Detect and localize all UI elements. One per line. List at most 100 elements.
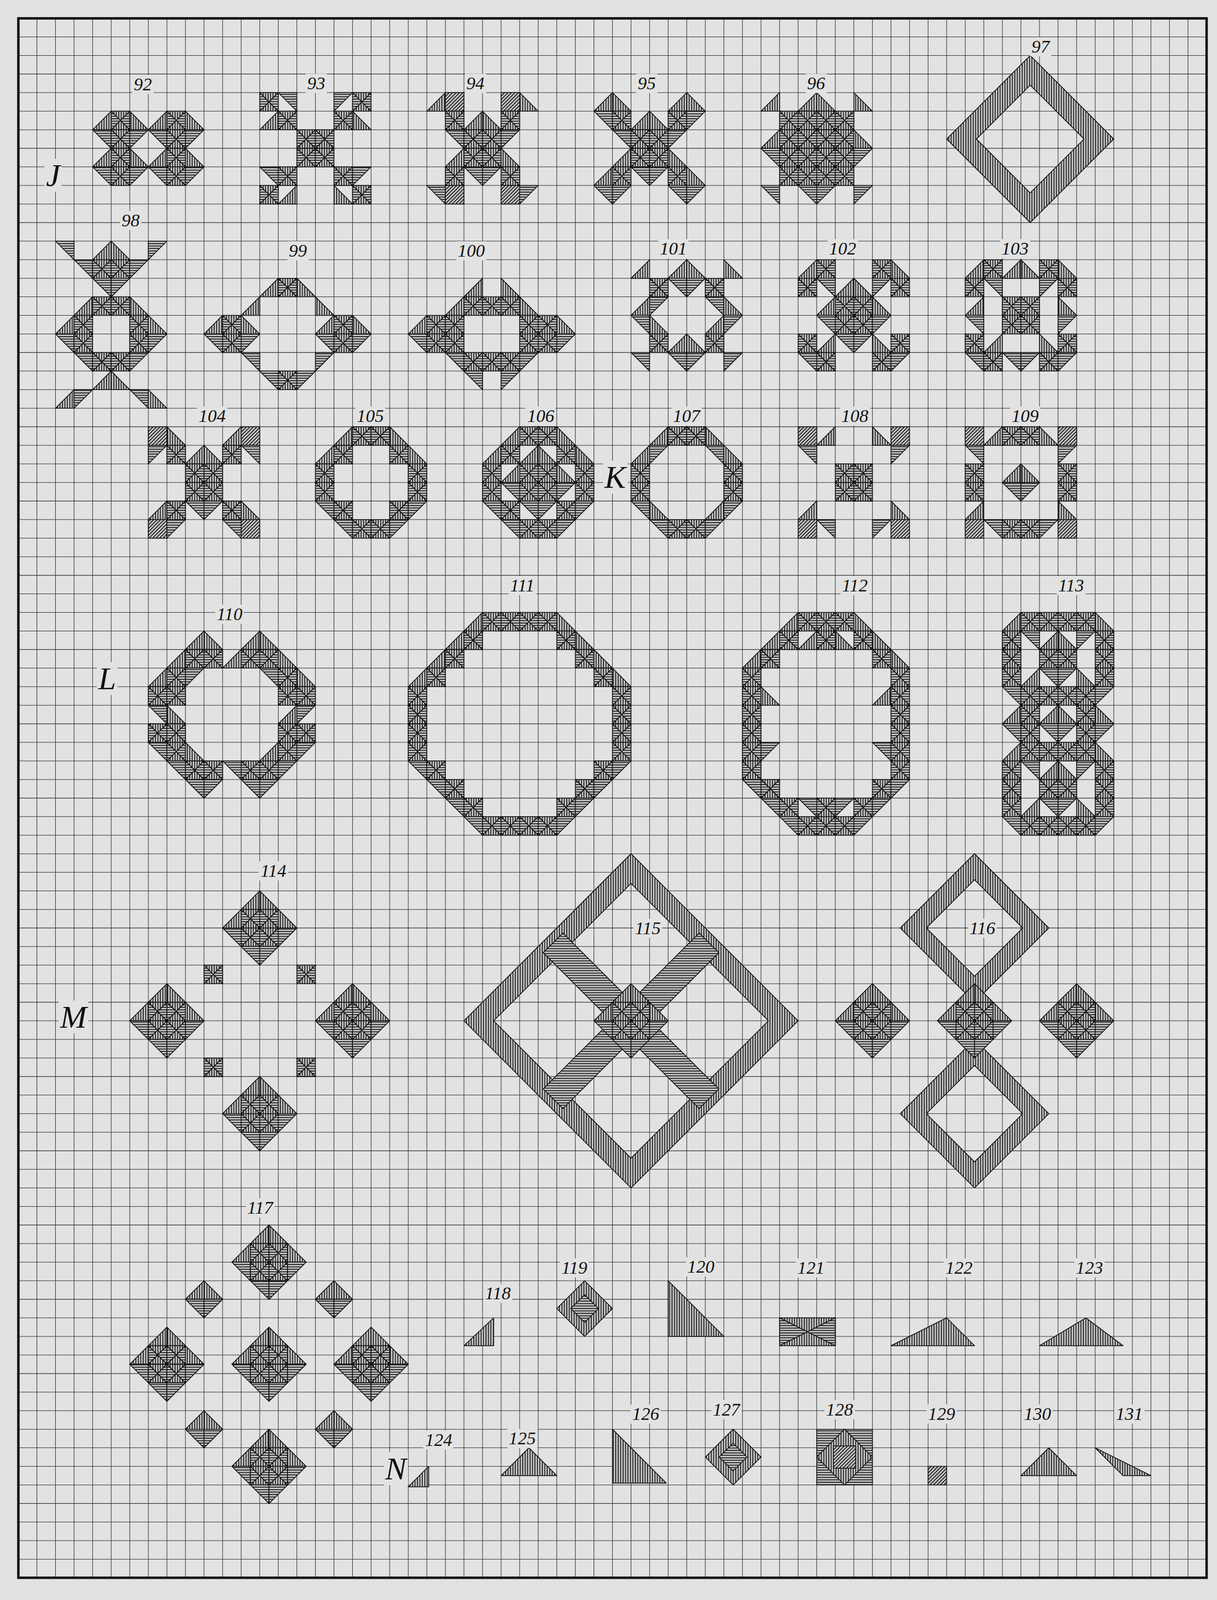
hatched-triangle: [900, 333, 910, 353]
hatched-triangle: [816, 630, 826, 650]
hatched-triangle: [333, 1410, 353, 1430]
hatched-triangle: [166, 742, 176, 762]
hatched-triangle: [956, 983, 975, 1003]
hatched-triangle: [148, 1039, 167, 1059]
hatched-triangle: [1020, 798, 1040, 817]
hatched-triangle: [436, 315, 446, 335]
hatched-triangle: [1002, 482, 1021, 502]
hatched-triangle: [148, 1020, 158, 1040]
hatched-triangle: [1048, 779, 1058, 799]
hatched-triangle: [556, 798, 566, 817]
hatched-triangle: [519, 315, 529, 335]
hatched-triangle: [965, 519, 984, 539]
hatched-triangle: [92, 259, 102, 279]
hatched-triangle: [1104, 779, 1114, 799]
hatched-triangle: [1104, 630, 1114, 650]
hatched-triangle: [891, 668, 901, 687]
hatched-triangle: [352, 166, 371, 186]
hatched-triangle: [835, 148, 845, 167]
hatched-triangle: [426, 185, 446, 205]
hatched-triangle: [482, 463, 492, 483]
hatched-triangle: [102, 352, 112, 371]
hatched-triangle: [472, 630, 483, 650]
hatched-triangle: [176, 501, 186, 520]
hatched-triangle: [333, 1299, 353, 1318]
hatched-triangle: [1058, 1039, 1077, 1059]
hatched-triangle: [891, 1020, 910, 1040]
hatched-triangle: [1058, 482, 1068, 502]
hatched-triangle: [872, 333, 892, 353]
hatched-triangle: [445, 649, 455, 669]
hatched-triangle: [844, 482, 854, 502]
hatched-triangle: [1020, 519, 1030, 539]
hatched-triangle: [380, 519, 390, 539]
hatched-triangle: [891, 519, 910, 539]
hatched-triangle: [510, 445, 520, 464]
grid-line: [18, 1484, 1207, 1486]
hatched-triangle: [510, 166, 520, 186]
hatched-triangle: [1011, 426, 1021, 446]
hatched-triangle: [166, 983, 186, 1003]
hatched-triangle: [268, 1466, 278, 1486]
hatched-triangle: [510, 816, 520, 836]
hatched-triangle: [798, 259, 817, 279]
hatched-triangle: [891, 501, 910, 520]
hatched-triangle: [798, 426, 817, 446]
hatched-triangle: [501, 148, 520, 167]
hatched-triangle: [352, 111, 371, 130]
hatched-shape: [900, 1039, 1049, 1188]
hatched-triangle: [575, 779, 585, 799]
hatched-triangle: [55, 241, 74, 260]
hatched-triangle: [742, 668, 752, 687]
hatched-triangle: [268, 927, 278, 947]
hatched-triangle: [250, 1327, 269, 1347]
hatched-triangle: [343, 111, 353, 130]
hatched-triangle: [956, 1020, 966, 1040]
hatched-triangle: [1020, 705, 1030, 724]
hatched-triangle: [621, 723, 631, 743]
hatched-triangle: [278, 185, 298, 205]
hatched-triangle: [974, 463, 984, 483]
hatched-triangle: [1020, 352, 1040, 371]
hatched-triangle: [612, 705, 622, 724]
hatched-triangle: [73, 333, 83, 353]
hatched-triangle: [333, 1364, 353, 1383]
hatched-triangle: [250, 1382, 269, 1402]
hatched-triangle: [640, 129, 650, 149]
hatched-triangle: [863, 1002, 873, 1021]
stitch-pattern: [965, 426, 1077, 539]
hatched-triangle: [1067, 278, 1077, 298]
hatched-triangle: [863, 630, 873, 650]
hatched-triangle: [575, 482, 585, 502]
hatched-triangle: [250, 1280, 269, 1300]
hatched-triangle: [547, 519, 557, 539]
hatched-triangle: [547, 816, 557, 836]
hatched-triangle: [621, 111, 631, 130]
hatched-triangle: [231, 1466, 251, 1486]
hatched-triangle: [213, 965, 223, 984]
hatched-triangle: [501, 166, 511, 186]
hatched-triangle: [528, 612, 538, 631]
hatched-triangle: [1067, 816, 1077, 836]
hatched-triangle: [1011, 630, 1021, 650]
hatched-triangle: [603, 761, 613, 780]
hatched-triangle: [900, 705, 910, 724]
hatched-triangle: [73, 352, 93, 371]
hatched-triangle: [621, 705, 631, 724]
grid-line: [18, 148, 1207, 149]
hatched-triangle: [204, 315, 223, 335]
hatched-triangle: [594, 185, 613, 205]
hatched-triangle: [287, 278, 297, 298]
hatched-triangle: [231, 333, 241, 353]
hatched-triangle: [993, 1002, 1012, 1021]
hatched-triangle: [630, 259, 650, 279]
hatched-triangle: [250, 909, 260, 928]
hatched-triangle: [185, 1002, 205, 1021]
hatched-triangle: [974, 278, 984, 298]
hatched-triangle: [166, 1364, 176, 1383]
hatched-triangle: [788, 630, 798, 650]
hatched-triangle: [1011, 649, 1021, 669]
hatched-triangle: [259, 1076, 279, 1096]
hatched-triangle: [166, 1345, 176, 1365]
hatched-triangle: [166, 166, 176, 186]
